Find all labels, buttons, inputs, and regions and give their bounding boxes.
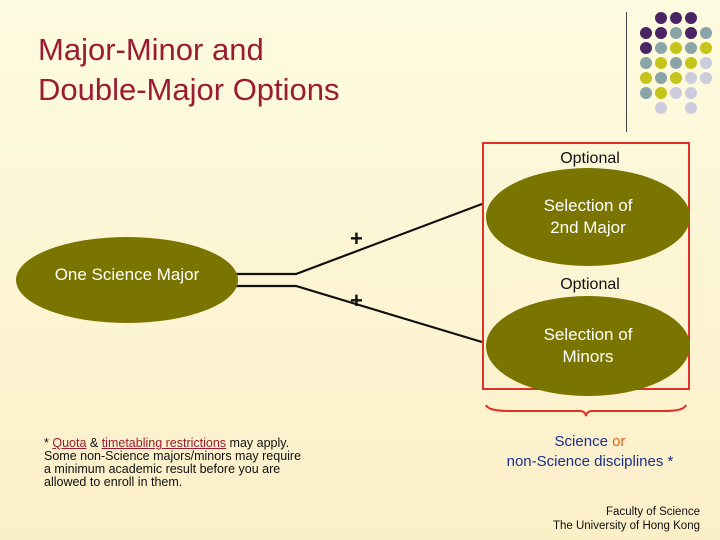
connector-lower [226,284,483,344]
decor-dot [640,57,652,69]
note-rest: may apply. [226,436,290,450]
science-word: Science [554,433,608,450]
major-label: One Science Major [54,265,200,284]
optional-label-top: Optional [560,150,620,167]
faculty-footer: Faculty of Science The University of Hon… [553,505,700,533]
note-star: * [44,436,53,450]
decor-dot [685,72,697,84]
decor-dot [670,57,682,69]
decor-dot [655,27,667,39]
decor-dot [685,27,697,39]
decor-dot [700,27,712,39]
decor-dot [640,87,652,99]
decor-dot [700,72,712,84]
ellipse-one-science-major: One Science Major [16,237,238,323]
plus-sign-upper: + [350,226,363,251]
second-major-line-2: 2nd Major [550,218,626,237]
decor-dot [655,87,667,99]
note-line-3: a minimum academic result before you are [44,462,281,476]
decor-dot [670,27,682,39]
decor-dot [655,12,667,24]
plus-sign-lower: + [350,288,363,313]
footnote: * Quota & timetabling restrictions may a… [44,437,364,489]
or-word: or [612,433,626,450]
decor-dot [655,42,667,54]
footer-line-1: Faculty of Science [606,506,700,518]
decor-dot [685,12,697,24]
decor-dot [685,57,697,69]
decor-dot [655,102,667,114]
decor-dot [685,42,697,54]
decor-dot [655,57,667,69]
slide-title: Major-Minor and Double-Major Options [38,30,458,110]
connector-upper [226,202,483,276]
decor-dot [640,42,652,54]
decor-dot [670,42,682,54]
decor-dot [670,87,682,99]
minors-line-1: Selection of [543,325,633,344]
title-line-1: Major-Minor and [38,32,264,67]
disciplines-line-2: non-Science disciplines * [506,453,674,470]
optional-label-middle: Optional [560,276,620,293]
note-line-2: Some non-Science majors/minors may requi… [44,449,302,463]
second-major-line-1: Selection of [543,196,633,215]
decor-dot [700,57,712,69]
quota-link[interactable]: Quota [52,436,87,450]
ellipse-minors: Selection of Minors [486,296,690,396]
decor-dot [670,12,682,24]
note-amp: & [86,436,102,450]
ellipse-2nd-major: Selection of 2nd Major [486,168,690,266]
note-line-4: allowed to enroll in them. [44,475,183,489]
decor-dot [700,42,712,54]
decor-dot [640,72,652,84]
decor-dot [640,27,652,39]
decor-dot [670,72,682,84]
brace [485,404,687,417]
title-line-2: Double-Major Options [38,72,340,107]
decor-dot [685,87,697,99]
timetabling-link[interactable]: timetabling restrictions [101,436,227,450]
decor-divider [626,12,627,132]
disciplines-caption: Science or non-Science disciplines * [480,432,700,472]
footer-line-2: The University of Hong Kong [552,520,700,532]
minors-line-2: Minors [562,347,614,366]
decor-dot [655,72,667,84]
decor-dot [685,102,697,114]
